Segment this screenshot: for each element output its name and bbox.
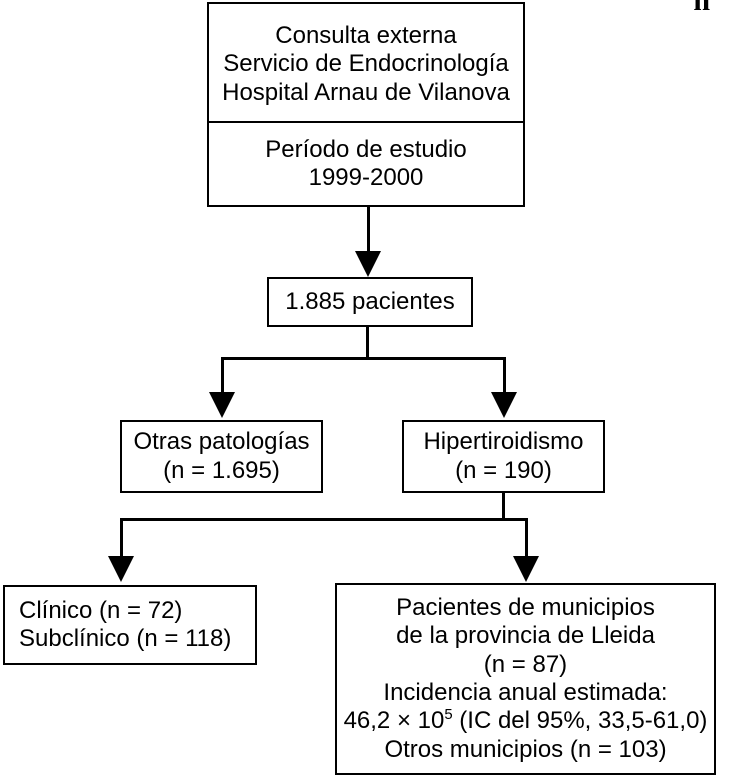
hyperthyroidism-box: Hipertiroidismo (n = 190)	[402, 420, 605, 493]
other-municipalities-count: Otros municipios (n = 103)	[384, 735, 667, 763]
lleida-line-2: de la provincia de Lleida	[396, 622, 655, 650]
connector-patients-stem	[366, 327, 369, 360]
connector-to-other-pathologies	[221, 357, 224, 394]
lleida-line-1: Pacientes de municipios	[396, 594, 655, 622]
hyperthyroidism-label: Hipertiroidismo	[423, 428, 584, 456]
other-pathologies-count: (n = 1.695)	[163, 456, 280, 484]
incidence-exponent: 5	[444, 707, 453, 724]
study-period: Período de estudio 1999-2000	[209, 120, 523, 205]
connector-setting-to-patients	[367, 207, 370, 253]
arrowhead-to-clinical	[108, 556, 134, 582]
setting-line-3: Hospital Arnau de Vilanova	[222, 78, 510, 106]
setting-line-1: Consulta externa	[275, 21, 457, 49]
incidence-prefix: 46,2 × 10	[343, 707, 445, 735]
subclinical-count: Subclínico (n = 118)	[19, 625, 232, 652]
lleida-incidence-label: Incidencia anual estimada:	[383, 679, 668, 706]
period-line-1: Período de estudio	[265, 135, 467, 163]
arrowhead-to-hyperthyroidism	[491, 392, 517, 418]
arrowhead-to-lleida	[513, 556, 539, 582]
period-line-2: 1999-2000	[308, 163, 424, 191]
connector-to-hyperthyroidism	[503, 357, 506, 394]
study-setting-location: Consulta externa Servicio de Endocrinolo…	[209, 4, 523, 121]
connector-to-lleida	[525, 518, 528, 558]
lleida-municipalities-box: Pacientes de municipios de la provincia …	[335, 583, 716, 775]
clinical-count: Clínico (n = 72)	[19, 596, 183, 624]
connector-patients-bar	[221, 357, 506, 360]
total-patients-label: 1.885 pacientes	[285, 287, 455, 315]
other-pathologies-label: Otras patologías	[133, 428, 310, 456]
other-pathologies-box: Otras patologías (n = 1.695)	[120, 420, 323, 493]
incidence-suffix: (IC del 95%, 33,5-61,0)	[452, 707, 708, 735]
setting-line-2: Servicio de Endocrinología	[223, 50, 509, 78]
study-setting-box: Consulta externa Servicio de Endocrinolo…	[207, 2, 525, 207]
arrowhead-to-other-pathologies	[209, 392, 235, 418]
clinical-subclinical-box: Clínico (n = 72) Subclínico (n = 118)	[3, 585, 257, 665]
connector-to-clinical	[120, 518, 123, 558]
connector-hyperthyroidism-bar	[120, 518, 528, 521]
arrowhead-to-patients	[355, 251, 381, 277]
figure-label-glyph: n	[693, 0, 710, 17]
hyperthyroidism-count: (n = 190)	[455, 456, 552, 484]
connector-hyperthyroidism-stem	[502, 493, 505, 521]
lleida-count: (n = 87)	[483, 650, 568, 678]
total-patients-box: 1.885 pacientes	[267, 277, 473, 327]
lleida-incidence-value: 46,2 × 105 (IC del 95%, 33,5-61,0)	[344, 707, 708, 735]
